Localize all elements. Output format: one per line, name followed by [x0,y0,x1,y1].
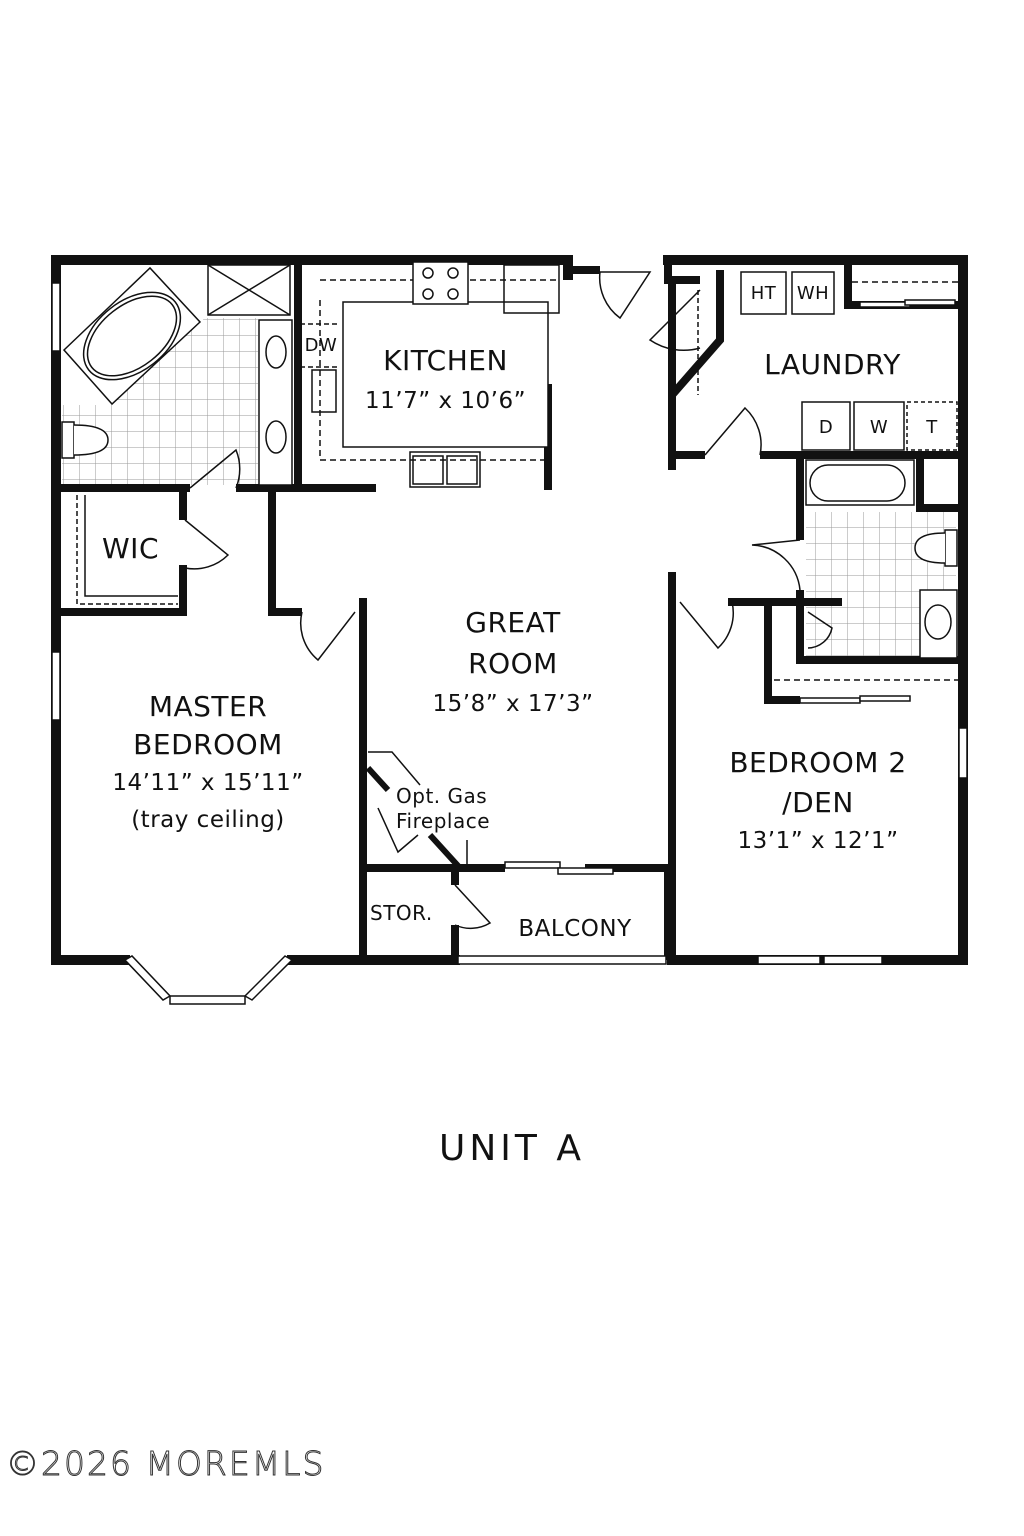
dishwasher-label: DW [304,335,338,356]
master-bath-fixtures [61,264,293,486]
dryer-label: D [818,417,834,438]
kitchen-label: KITCHEN [383,344,508,377]
great-room-label-2: ROOM [468,647,558,680]
laundry-fixtures [697,271,958,451]
interior-walls [60,260,963,960]
master-bedroom-label-1: MASTER [148,690,268,723]
laundry-label: LAUNDRY [764,348,901,381]
wic-shelving [76,495,178,605]
windows [51,282,968,1005]
watermark: ©2026 MOREMLS [6,1444,326,1484]
master-bedroom-label-2: BEDROOM [133,728,283,761]
bedroom2-dimensions: 13’1” x 12’1” [737,828,899,854]
washer-label: W [869,417,889,438]
tub-label: T [926,417,938,438]
fireplace [365,765,468,871]
fireplace-label-1: Opt. Gas [396,784,488,808]
fireplace-label-2: Fireplace [396,809,491,833]
kitchen-dimensions: 11’7” x 10’6” [365,388,526,414]
great-room-label-1: GREAT [465,606,561,639]
bedroom2-label-2: /DEN [782,786,854,819]
unit-caption: UNIT A [439,1128,585,1169]
door-swings [184,271,833,930]
bedroom2-label-1: BEDROOM 2 [729,746,907,779]
wic-label: WIC [102,532,159,565]
kitchen-fixtures [300,261,560,488]
bath2-fixtures [774,459,958,681]
master-bedroom-note: (tray ceiling) [131,807,285,833]
master-bedroom-dimensions: 14’11” x 15’11” [112,770,304,796]
great-room-dimensions: 15’8” x 17’3” [432,691,594,717]
balcony-label: BALCONY [518,916,632,942]
heater-label: HT [750,283,777,304]
water-heater-label: WH [796,283,830,304]
storage-label: STOR. [370,901,433,925]
